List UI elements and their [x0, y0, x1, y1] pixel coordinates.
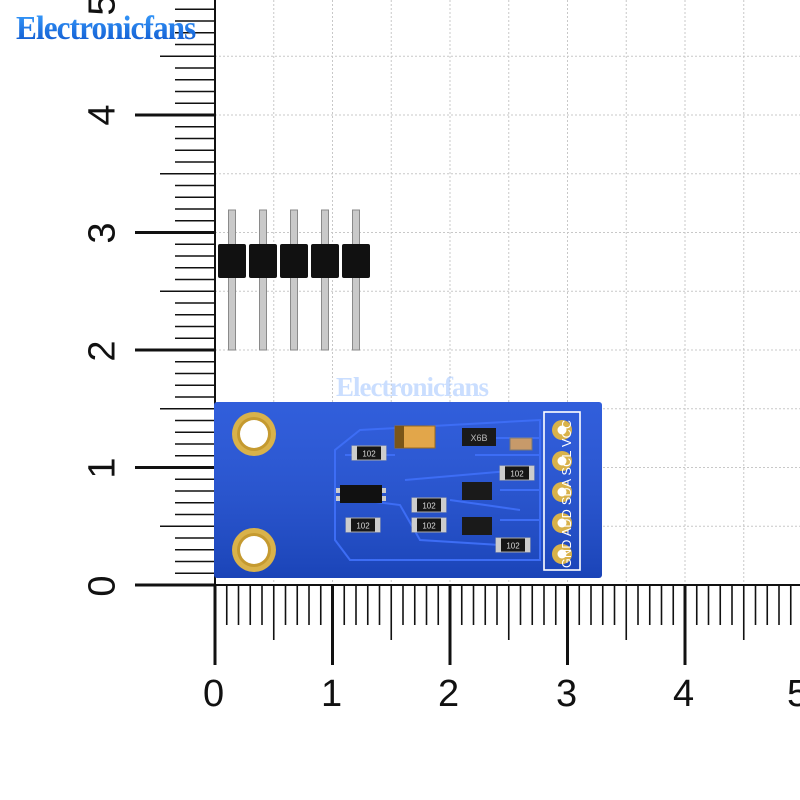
pin-labels: GND ADD SDA SCL VCC: [560, 419, 574, 568]
pin-metal: [290, 209, 298, 351]
small-cap: [509, 437, 533, 451]
resistor-marking: 102: [422, 522, 436, 531]
ruler-bottom-label-3: 3: [556, 673, 578, 715]
pin-plastic-housing: [218, 244, 246, 278]
pin-plastic-housing: [342, 244, 370, 278]
resistor-end: [441, 518, 446, 532]
pin-metal: [259, 209, 267, 351]
smd-resistors: 102 102 102 102 102 102: [345, 445, 535, 553]
resistor-marking: 102: [510, 470, 524, 479]
ruler-bottom-label-5: 5: [787, 673, 800, 715]
pin-strip-outline: [543, 411, 581, 571]
mosfet-1: [462, 482, 492, 500]
ruler-bottom-label-0: 0: [203, 673, 225, 715]
ruler-bottom-label-1: 1: [321, 673, 343, 715]
pin-plastic-housing: [249, 244, 277, 278]
marking-x6b: X6B: [470, 433, 487, 443]
resistor-marking: 102: [506, 542, 520, 551]
resistor-marking: 102: [356, 522, 370, 531]
pin-plastic-housing: [280, 244, 308, 278]
pin-metal: [321, 209, 329, 351]
ruler-bottom-label-4: 4: [673, 673, 695, 715]
pin-pad-hole: [557, 549, 567, 559]
resistor-end: [441, 498, 446, 512]
ruler-bottom-label-2: 2: [438, 673, 460, 715]
resistor-end: [529, 466, 534, 480]
resistor-end: [500, 466, 505, 480]
pin-pad-hole: [557, 487, 567, 497]
resistor-end: [352, 446, 357, 460]
resistor-end: [381, 446, 386, 460]
sensor-ic: [336, 485, 386, 503]
grid-lines: [215, 0, 800, 585]
watermark: Electronicfans: [336, 372, 489, 402]
pin-metal: [352, 209, 360, 351]
pcb-shading: [214, 402, 602, 578]
resistor-marking: 102: [362, 450, 376, 459]
resistor-end: [496, 538, 501, 552]
pin-plastic-housing: [311, 244, 339, 278]
resistor-end: [412, 518, 417, 532]
mosfet-2: [462, 517, 492, 535]
pin-pad-hole: [557, 425, 567, 435]
brand-logo: Electronicfans: [16, 10, 196, 47]
resistor-end: [375, 518, 380, 532]
resistor-end: [525, 538, 530, 552]
pin-pad-hole: [557, 456, 567, 466]
tantalum-capacitor: [394, 425, 436, 449]
pin-metal: [228, 209, 236, 351]
resistor-end: [412, 498, 417, 512]
mounting-hole-bottom: [232, 528, 276, 572]
resistor-end: [346, 518, 351, 532]
mounting-hole-top: [232, 412, 276, 456]
pin-pad-hole: [557, 518, 567, 528]
ruler-bottom: [213, 584, 800, 665]
resistor-marking: 102: [422, 502, 436, 511]
transistor-x6b: X6B: [462, 428, 496, 446]
